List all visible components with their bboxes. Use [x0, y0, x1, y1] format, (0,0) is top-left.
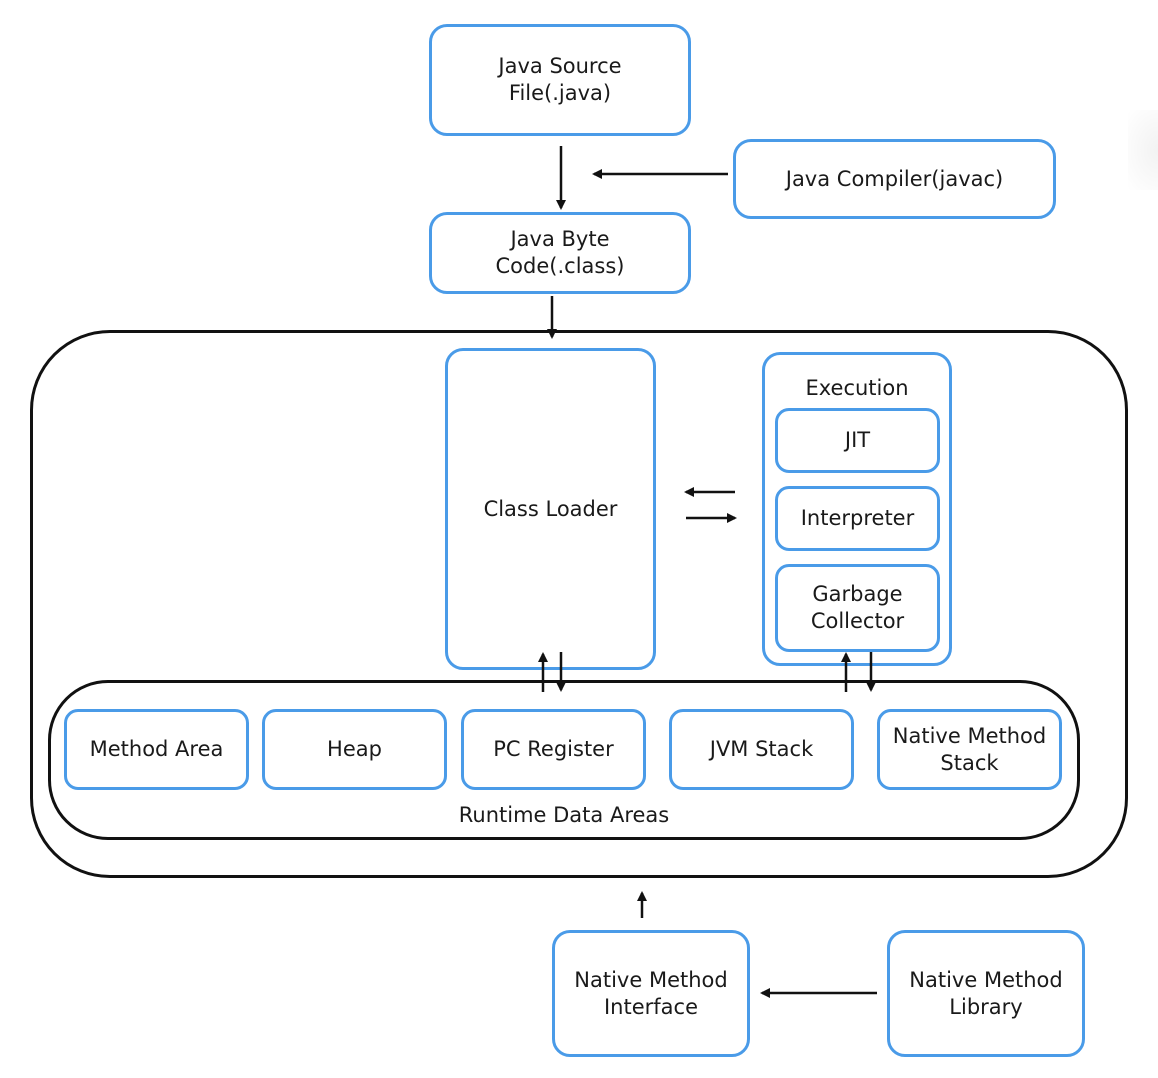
- native-method-interface-node: Native Method Interface: [552, 930, 750, 1057]
- pc-register-node: PC Register: [461, 709, 646, 790]
- java-source-file-node: Java Source File(.java): [429, 24, 691, 136]
- jvm-stack-node: JVM Stack: [669, 709, 854, 790]
- edge-shadow: [1128, 110, 1158, 190]
- jvm-container: [30, 330, 1128, 878]
- jit-node: JIT: [775, 408, 940, 473]
- java-compiler-node: Java Compiler(javac): [733, 139, 1056, 219]
- native-method-library-node: Native Method Library: [887, 930, 1085, 1057]
- execution-title: Execution: [805, 376, 909, 400]
- runtime-data-areas-title: Runtime Data Areas: [458, 803, 670, 827]
- java-bytecode-node: Java Byte Code(.class): [429, 212, 691, 294]
- interpreter-node: Interpreter: [775, 486, 940, 551]
- garbage-collector-node: Garbage Collector: [775, 564, 940, 652]
- method-area-node: Method Area: [64, 709, 249, 790]
- heap-node: Heap: [262, 709, 447, 790]
- class-loader-node: Class Loader: [445, 348, 656, 670]
- native-method-stack-node: Native Method Stack: [877, 709, 1062, 790]
- runtime-data-areas-container: [48, 680, 1080, 840]
